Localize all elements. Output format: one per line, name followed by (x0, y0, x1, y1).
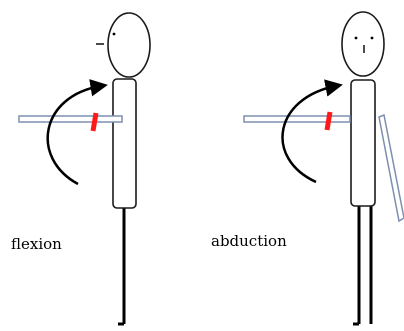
flexion-label: flexion (11, 235, 62, 253)
flexion-curved-arrow (46, 79, 108, 186)
flexion-eye (112, 32, 116, 36)
flexion-marker (90, 112, 99, 132)
abduction-hanging-arm (378, 113, 404, 223)
abduction-marker (324, 111, 333, 131)
abduction-left-eye (354, 36, 358, 40)
flexion-torso (112, 78, 137, 209)
abduction-torso (350, 79, 376, 207)
flexion-arm (18, 115, 123, 123)
flexion-figure: flexion (11, 12, 151, 326)
abduction-curved-arrow (281, 79, 343, 184)
abduction-arm (243, 115, 351, 123)
abduction-right-eye (370, 36, 374, 40)
flexion-head (107, 12, 151, 78)
abduction-label: abduction (211, 232, 287, 250)
abduction-figure: abduction (211, 11, 404, 326)
abduction-head (341, 11, 385, 77)
